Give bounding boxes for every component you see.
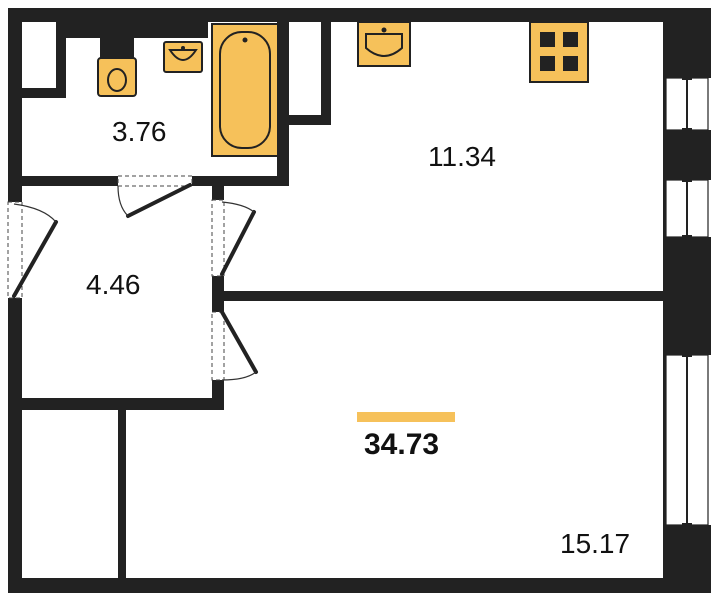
wall-top-outer [8, 8, 673, 22]
wall-right-pier-2 [663, 237, 711, 355]
bath-sink-icon [163, 41, 203, 73]
wall-right-thick-bottom [663, 525, 711, 593]
wall-entrance-gap-top [8, 186, 22, 200]
living-door-arc [221, 371, 257, 381]
wall-right-thick-top [663, 8, 711, 78]
fixtures [97, 21, 589, 157]
entrance-door-leaf [12, 220, 58, 298]
wall-closet-divider [118, 404, 126, 578]
kitchen-sink-icon [357, 21, 411, 67]
living-door-dashed-frame [211, 311, 225, 381]
entrance-door-arc [13, 203, 57, 223]
toilet-icon [97, 57, 137, 97]
entrance-dashed-frame [7, 201, 23, 299]
wall-bath-bottom-right [192, 176, 289, 186]
kitchen-door-opening [212, 200, 224, 276]
living-door-leaf [220, 310, 258, 374]
living-area-label: 15.17 [560, 528, 630, 559]
wall-bath-niche-bottom [22, 88, 66, 98]
wall-hall-right-top [212, 186, 224, 200]
wall-kitchen-living [212, 291, 663, 301]
wall-bottom-outer [8, 578, 673, 593]
bath-door-arc [117, 185, 129, 217]
stove-icon [529, 21, 589, 83]
wall-bath-niche-side [56, 22, 66, 98]
total-area-label: 34.73 [364, 428, 439, 461]
hall-area-label: 4.46 [86, 269, 141, 300]
bathroom-area-label: 3.76 [112, 116, 167, 147]
wall-duct-side [321, 22, 331, 125]
wall-bath-bottom-left [22, 176, 118, 186]
total-area-accent-bar [357, 412, 455, 422]
kitchen-area-label: 11.34 [428, 141, 496, 172]
wall-right-pier-1 [663, 130, 711, 180]
bath-door-leaf [126, 183, 192, 218]
bathtub-icon [211, 23, 279, 157]
windows [665, 74, 709, 529]
living-door-opening [212, 312, 224, 380]
kitchen-door-dashed-frame [211, 199, 225, 277]
bath-door-dashed-frame [117, 175, 193, 187]
walls [8, 8, 711, 593]
kitchen-door-leaf [220, 210, 256, 276]
wall-left-outer [8, 8, 22, 593]
entrance-opening [8, 202, 22, 298]
wall-bath-right [277, 22, 289, 186]
bath-door-opening [118, 176, 192, 186]
wall-duct-right [289, 115, 331, 125]
doors [7, 175, 258, 381]
wall-toilet-box [100, 22, 134, 62]
kitchen-door-arc [221, 201, 255, 213]
